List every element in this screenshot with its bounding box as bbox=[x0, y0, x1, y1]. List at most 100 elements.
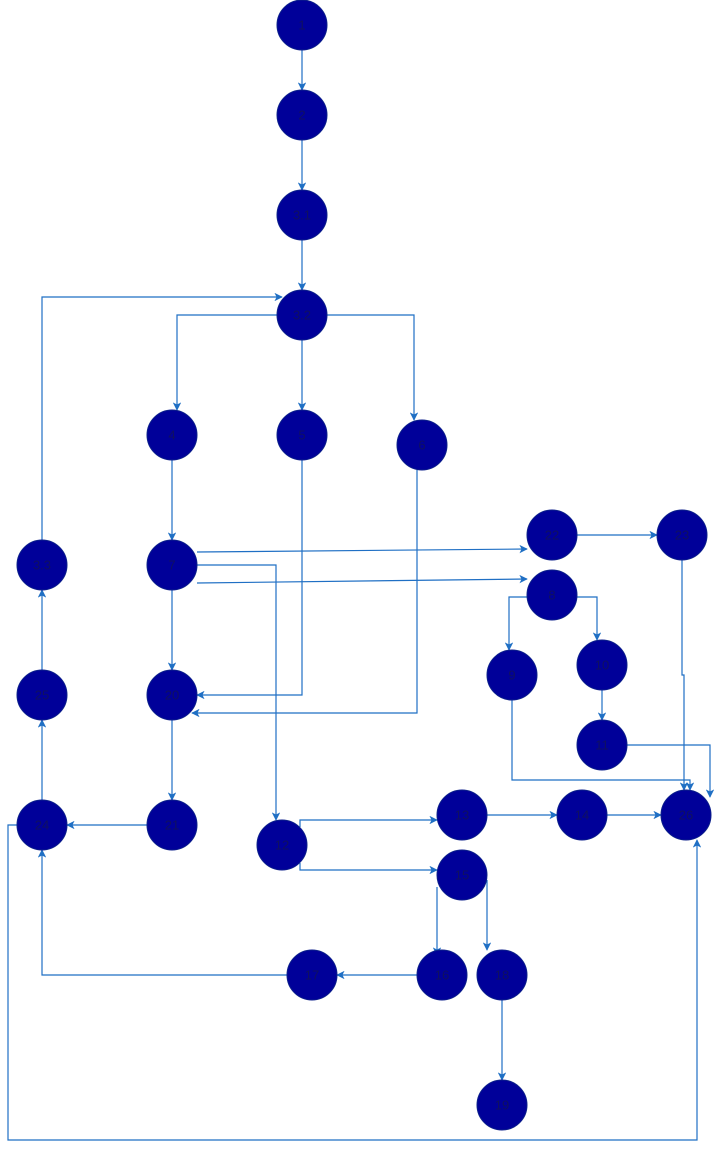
node-4: 4 bbox=[146, 409, 198, 461]
node-label: 18 bbox=[495, 968, 509, 983]
node-label: 22 bbox=[545, 528, 559, 543]
edge-3-3-to-3-2 bbox=[41, 292, 283, 540]
node-label: 3.1 bbox=[293, 208, 311, 223]
node-label: 1 bbox=[298, 18, 305, 33]
node-label: 3.2 bbox=[293, 308, 311, 323]
node-circle bbox=[486, 649, 538, 701]
node-label: 21 bbox=[165, 818, 179, 833]
edge-8-to-10 bbox=[577, 596, 602, 641]
node-18: 18 bbox=[476, 949, 528, 1001]
node-label: 14 bbox=[575, 808, 589, 823]
node-8: 8 bbox=[526, 569, 578, 621]
node-label: 8 bbox=[548, 588, 555, 603]
node-label: 23 bbox=[675, 528, 689, 543]
node-circle bbox=[16, 539, 68, 591]
node-label: 16 bbox=[435, 968, 449, 983]
node-24: 24 bbox=[16, 799, 68, 851]
node-circle bbox=[146, 409, 198, 461]
node-circle bbox=[146, 799, 198, 851]
node-circle bbox=[576, 719, 628, 771]
node-circle bbox=[286, 949, 338, 1001]
edge-3-2-to-4 bbox=[172, 314, 277, 411]
node-14: 14 bbox=[556, 789, 608, 841]
edge-7-to-8 bbox=[196, 574, 528, 584]
node-label: 24 bbox=[35, 818, 49, 833]
node-label: 11 bbox=[595, 738, 609, 753]
node-label: 17 bbox=[305, 968, 319, 983]
node-label: 3.3 bbox=[33, 558, 51, 573]
node-circle bbox=[276, 289, 328, 341]
node-10: 10 bbox=[576, 639, 628, 691]
node-13: 13 bbox=[436, 789, 488, 841]
node-17: 17 bbox=[286, 949, 338, 1001]
edge-12-to-13 bbox=[299, 815, 438, 827]
node-5: 5 bbox=[276, 409, 328, 461]
node-circle bbox=[146, 669, 198, 721]
node-label: 5 bbox=[298, 428, 305, 443]
edge-3-2-to-6 bbox=[327, 314, 419, 421]
node-23: 23 bbox=[656, 509, 708, 561]
node-label: 6 bbox=[418, 438, 425, 453]
node-3-1: 3.1 bbox=[276, 189, 328, 241]
node-circle bbox=[476, 1079, 528, 1131]
edges-layer bbox=[7, 50, 715, 1141]
edge-7-to-22 bbox=[196, 544, 528, 554]
node-circle bbox=[556, 789, 608, 841]
edge-5-to-20 bbox=[196, 460, 303, 700]
node-7: 7 bbox=[146, 539, 198, 591]
node-circle bbox=[436, 849, 488, 901]
node-circle bbox=[146, 539, 198, 591]
node-9: 9 bbox=[486, 649, 538, 701]
node-circle bbox=[436, 789, 488, 841]
node-1: 1 bbox=[276, 0, 328, 51]
node-circle bbox=[256, 819, 308, 871]
node-label: 9 bbox=[508, 668, 515, 683]
edge-6-to-20 bbox=[191, 470, 418, 718]
node-circle bbox=[396, 419, 448, 471]
node-3-3: 3.3 bbox=[16, 539, 68, 591]
node-label: 15 bbox=[455, 868, 469, 883]
node-25: 25 bbox=[16, 669, 68, 721]
node-label: 20 bbox=[165, 688, 179, 703]
node-3-2: 3.2 bbox=[276, 289, 328, 341]
node-label: 7 bbox=[168, 558, 175, 573]
node-label: 2 bbox=[298, 108, 305, 123]
edge-8-to-9 bbox=[504, 596, 527, 651]
node-circle bbox=[660, 789, 712, 841]
node-circle bbox=[16, 669, 68, 721]
node-label: 26 bbox=[679, 808, 693, 823]
node-circle bbox=[276, 189, 328, 241]
node-20: 20 bbox=[146, 669, 198, 721]
edge-24-to-26 bbox=[7, 824, 702, 1141]
node-15: 15 bbox=[436, 849, 488, 901]
node-label: 10 bbox=[595, 658, 609, 673]
node-circle bbox=[476, 949, 528, 1001]
node-label: 4 bbox=[168, 428, 175, 443]
node-label: 25 bbox=[35, 688, 49, 703]
edge-9-to-26 bbox=[511, 700, 695, 791]
edge-7-to-12 bbox=[197, 564, 281, 821]
node-label: 12 bbox=[275, 838, 289, 853]
node-19: 19 bbox=[476, 1079, 528, 1131]
node-circle bbox=[16, 799, 68, 851]
node-circle bbox=[276, 409, 328, 461]
edge-23-to-26 bbox=[679, 560, 689, 791]
node-circle bbox=[526, 509, 578, 561]
node-11: 11 bbox=[576, 719, 628, 771]
node-circle bbox=[416, 949, 468, 1001]
node-6: 6 bbox=[396, 419, 448, 471]
node-21: 21 bbox=[146, 799, 198, 851]
edge-12-to-15 bbox=[299, 863, 438, 875]
node-12: 12 bbox=[256, 819, 308, 871]
node-22: 22 bbox=[526, 509, 578, 561]
node-2: 2 bbox=[276, 89, 328, 141]
node-circle bbox=[276, 89, 328, 141]
node-label: 19 bbox=[495, 1098, 509, 1113]
node-circle bbox=[576, 639, 628, 691]
node-26: 26 bbox=[660, 789, 712, 841]
node-label: 13 bbox=[455, 808, 469, 823]
node-circle bbox=[656, 509, 708, 561]
node-circle bbox=[276, 0, 328, 51]
